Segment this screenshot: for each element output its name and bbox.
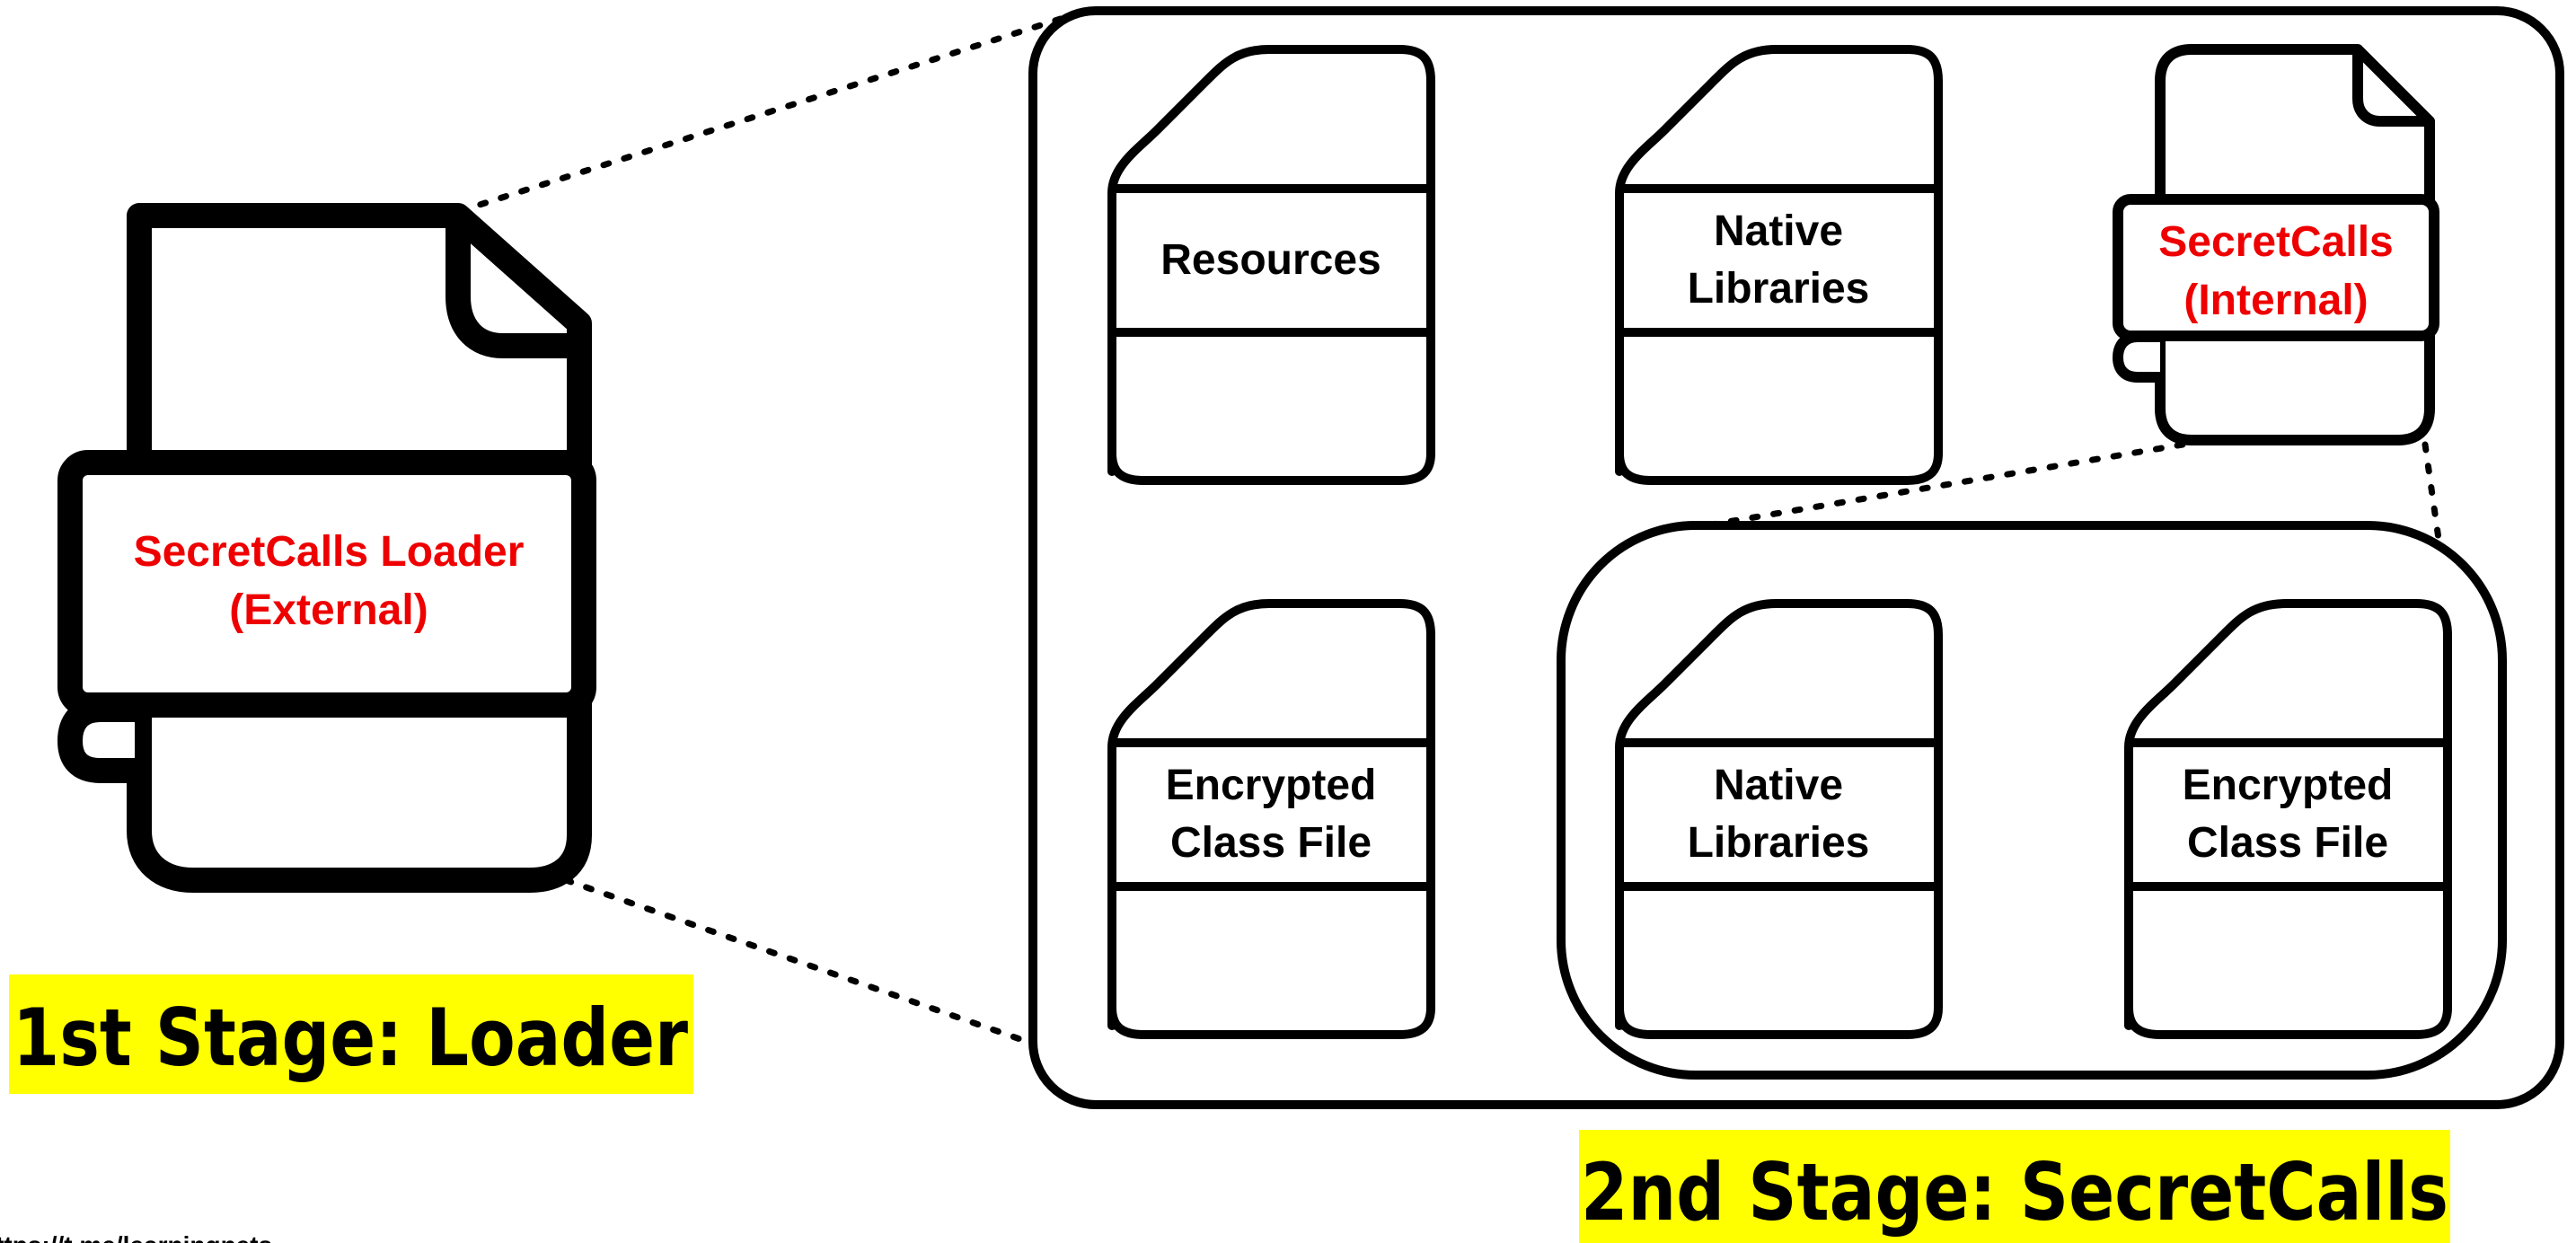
native-libraries-label-line2: Libraries (1688, 265, 1870, 313)
stage2-highlight (1579, 1130, 2450, 1243)
file-icon-native-libraries-top: Native Libraries (1619, 49, 1938, 480)
connector-internal-left (1703, 441, 2186, 529)
secretcalls-internal-label-line1: SecretCalls (2158, 218, 2394, 266)
encrypted-class-file-left-line1: Encrypted (1166, 762, 1377, 809)
connector-loader-top (456, 13, 1072, 215)
native-libraries-label-line1: Native (1714, 207, 1843, 255)
stage1-highlight (9, 974, 693, 1094)
encrypted-class-file-right-line1: Encrypted (2183, 762, 2394, 809)
file-icon-resources: Resources (1112, 49, 1431, 480)
loader-label-line1: SecretCalls Loader (134, 528, 525, 576)
connector-internal-right (2422, 441, 2442, 542)
stage2-caption: 2nd Stage: SecretCalls (1581, 1146, 2448, 1239)
package-container (1028, 6, 2564, 1109)
encrypted-class-file-left-line2: Class File (1170, 819, 1372, 867)
stage1-caption: 1st Stage: Loader (13, 992, 689, 1084)
resources-label: Resources (1160, 236, 1381, 284)
file-icon-native-libraries-bottom: Native Libraries (1619, 604, 1938, 1035)
dotted-connectors (456, 13, 2442, 1047)
native-libraries-bottom-line1: Native (1714, 762, 1843, 809)
file-icon-secretcalls-internal: SecretCalls (Internal) (2112, 44, 2439, 445)
native-libraries-bottom-line2: Libraries (1688, 819, 1870, 867)
connector-loader-bottom (562, 877, 1037, 1047)
file-icon-encrypted-class-file-left: Encrypted Class File (1112, 604, 1431, 1035)
payload-group-container (1557, 521, 2507, 1080)
loader-file-icon: SecretCalls Loader (External) (57, 203, 596, 893)
footer-url: https://t.me/learningnets (0, 1231, 272, 1243)
encrypted-class-file-right-line2: Class File (2187, 819, 2388, 867)
secretcalls-internal-label-line2: (Internal) (2183, 277, 2368, 324)
loader-label-line2: (External) (229, 586, 428, 634)
file-icon-encrypted-class-file-right: Encrypted Class File (2129, 604, 2448, 1035)
